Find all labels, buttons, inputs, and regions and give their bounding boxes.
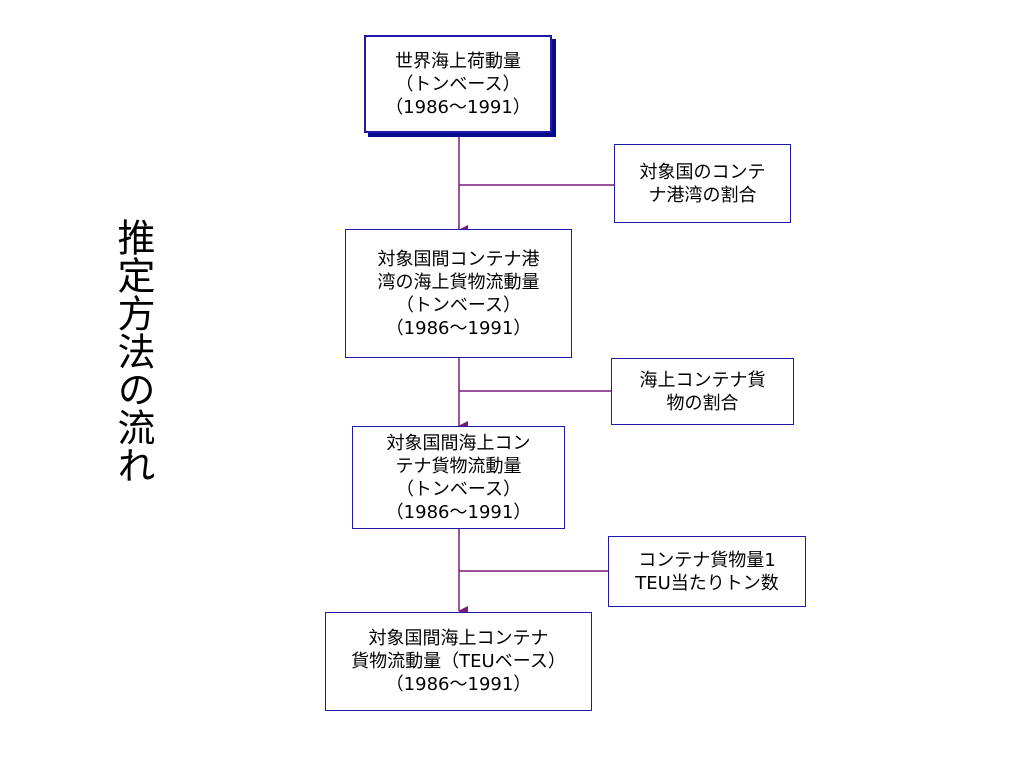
flow-title: 推定方法の流れ <box>111 218 155 484</box>
box-world-seaborne-trade: 世界海上荷動量 （トンベース） （1986～1991） <box>364 35 552 133</box>
box-container-cargo-flow-ton: 対象国間海上コン テナ貨物流動量 （トンベース） （1986～1991） <box>352 426 565 529</box>
box-container-port-flow: 対象国間コンテナ港 湾の海上貨物流動量 （トンベース） （1986～1991） <box>345 229 572 358</box>
side-box-tons-per-teu: コンテナ貨物量1 TEU当たりトン数 <box>608 536 806 607</box>
side-box-port-share: 対象国のコンテ ナ港湾の割合 <box>614 144 791 223</box>
side-box-container-cargo-share: 海上コンテナ貨 物の割合 <box>611 358 794 425</box>
box-container-cargo-flow-teu: 対象国間海上コンテナ 貨物流動量（TEUベース） （1986～1991） <box>325 612 592 711</box>
